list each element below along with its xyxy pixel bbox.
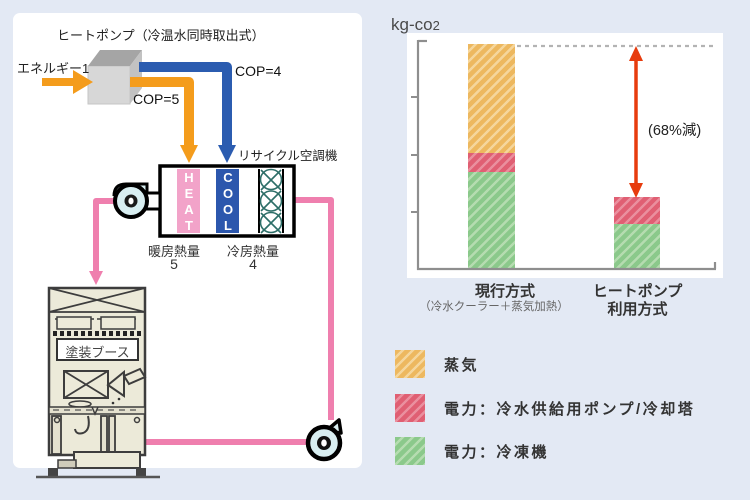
- energy-label: エネルギー1: [17, 61, 90, 76]
- bar-current-method: [468, 44, 515, 269]
- legend-item-pump: 電力：冷水供給用ポンプ/冷却塔: [395, 394, 695, 422]
- recycle-ac-label: リサイクル空調機: [238, 149, 338, 163]
- reduction-annotation: (68%減): [648, 123, 702, 139]
- legend-label-steam: 蒸気: [444, 356, 480, 374]
- chart-plot-area: [407, 33, 723, 278]
- bar0-segment-1: [468, 153, 515, 173]
- cool-section-label: COOL: [222, 170, 234, 233]
- heating-amount-value: 5: [170, 256, 178, 272]
- unit-subscript: 2: [432, 18, 440, 33]
- cooling-amount-value: 4: [249, 256, 257, 272]
- booth-label: 塗装ブース: [65, 345, 130, 360]
- legend-swatch-pump: [395, 394, 425, 422]
- legend-swatch-chiller: [395, 437, 425, 465]
- heat-section-label: HEAT: [184, 170, 194, 233]
- bar1-segment-1: [614, 197, 660, 224]
- heating-amount-label: 暖房熱量: [147, 244, 200, 259]
- legend-swatch-steam: [395, 350, 425, 378]
- category1-sublabel: （冷水クーラー＋蒸気加熱）: [419, 301, 569, 313]
- legend-label-pump: 電力：冷水供給用ポンプ/冷却塔: [444, 400, 696, 418]
- bar1-segment-2: [614, 224, 660, 269]
- category2-label-line1: ヒートポンプ: [592, 283, 683, 300]
- cop-cool-label: COP=4: [235, 63, 282, 79]
- bar-heatpump-method: [614, 197, 660, 269]
- unit-prefix: kg-co: [391, 15, 433, 34]
- legend-item-chiller: 電力：冷凍機: [395, 437, 549, 465]
- category1-label: 現行方式: [474, 283, 535, 300]
- legend-item-steam: 蒸気: [395, 350, 479, 378]
- diagram-title: ヒートポンプ（冷温水同時取出式）: [57, 28, 265, 43]
- category2-label-line2: 利用方式: [607, 301, 668, 318]
- legend-label-chiller: 電力：冷凍機: [444, 443, 550, 461]
- bar0-segment-2: [468, 172, 515, 269]
- bar0-segment-0: [468, 44, 515, 154]
- cop-heat-label: COP=5: [133, 91, 180, 107]
- cooling-amount-label: 冷房熱量: [226, 244, 279, 259]
- y-axis-unit-label: kg-co2: [391, 15, 440, 35]
